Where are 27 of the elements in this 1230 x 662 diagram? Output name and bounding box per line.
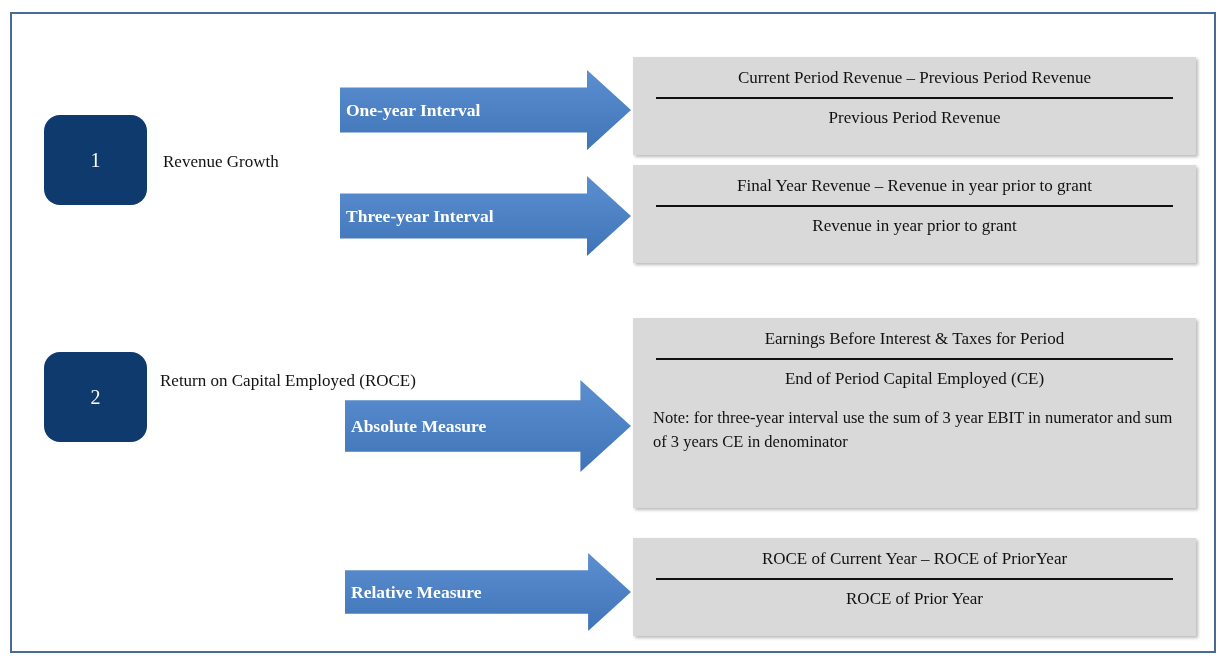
numerator-text: Earnings Before Interest & Taxes for Period <box>764 328 1065 350</box>
denominator-text: ROCE of Prior Year <box>846 588 983 610</box>
block-arrow <box>345 380 631 472</box>
formula-box <box>633 318 1196 508</box>
step-badge <box>44 352 147 442</box>
denominator-text: End of Period Capital Employed (CE) <box>784 368 1045 390</box>
denominator-text: Previous Period Revenue <box>828 107 1001 129</box>
block-arrow <box>340 70 631 150</box>
formula-box <box>633 538 1196 636</box>
edge-label: Three-year Interval <box>346 205 494 227</box>
step-title: Revenue Growth <box>163 152 279 172</box>
numerator-text: Final Year Revenue – Revenue in year prior to grant <box>737 175 1092 197</box>
step-number: 2 <box>90 385 101 409</box>
step-badge <box>44 115 147 205</box>
numerator-text: ROCE of Current Year – ROCE of PriorYear <box>761 548 1068 570</box>
block-arrow <box>345 553 631 631</box>
formula-box <box>633 165 1196 263</box>
formula-box <box>633 57 1196 155</box>
step-number: 1 <box>90 148 101 172</box>
edge-label: One-year Interval <box>346 99 481 121</box>
block-arrow <box>340 176 631 256</box>
edge-label: Relative Measure <box>351 581 482 603</box>
note-text: Note: for three-year interval use the sum of 3 year EBIT in numerator and sum of 3 years CE in denominator <box>653 407 1174 453</box>
step-title: Return on Capital Employed (ROCE) <box>160 371 416 391</box>
denominator-text: Revenue in year prior to grant <box>812 215 1017 237</box>
edge-label: Absolute Measure <box>351 415 487 437</box>
numerator-text: Current Period Revenue – Previous Period Revenue <box>737 67 1092 89</box>
